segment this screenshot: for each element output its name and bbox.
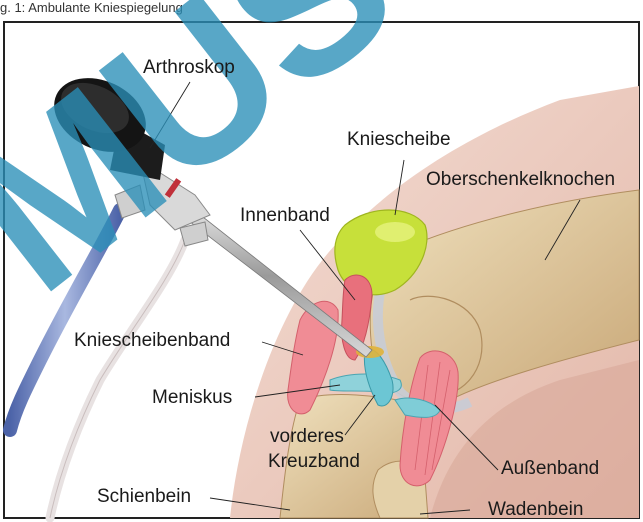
label-wadenbein: Wadenbein — [488, 500, 583, 519]
label-vorderes: vorderes — [270, 427, 344, 446]
label-arthroskop: Arthroskop — [143, 58, 235, 77]
label-innenband: Innenband — [240, 206, 330, 225]
label-aussenband: Außenband — [501, 459, 599, 478]
label-schienbein: Schienbein — [97, 487, 191, 506]
label-meniskus: Meniskus — [152, 388, 232, 407]
label-kniescheibenband: Kniescheibenband — [74, 331, 230, 350]
label-oberschenkelknochen: Oberschenkelknochen — [426, 170, 615, 189]
label-kreuzband: Kreuzband — [268, 452, 360, 471]
label-kniescheibe: Kniescheibe — [347, 130, 451, 149]
patella-highlight — [375, 222, 415, 242]
